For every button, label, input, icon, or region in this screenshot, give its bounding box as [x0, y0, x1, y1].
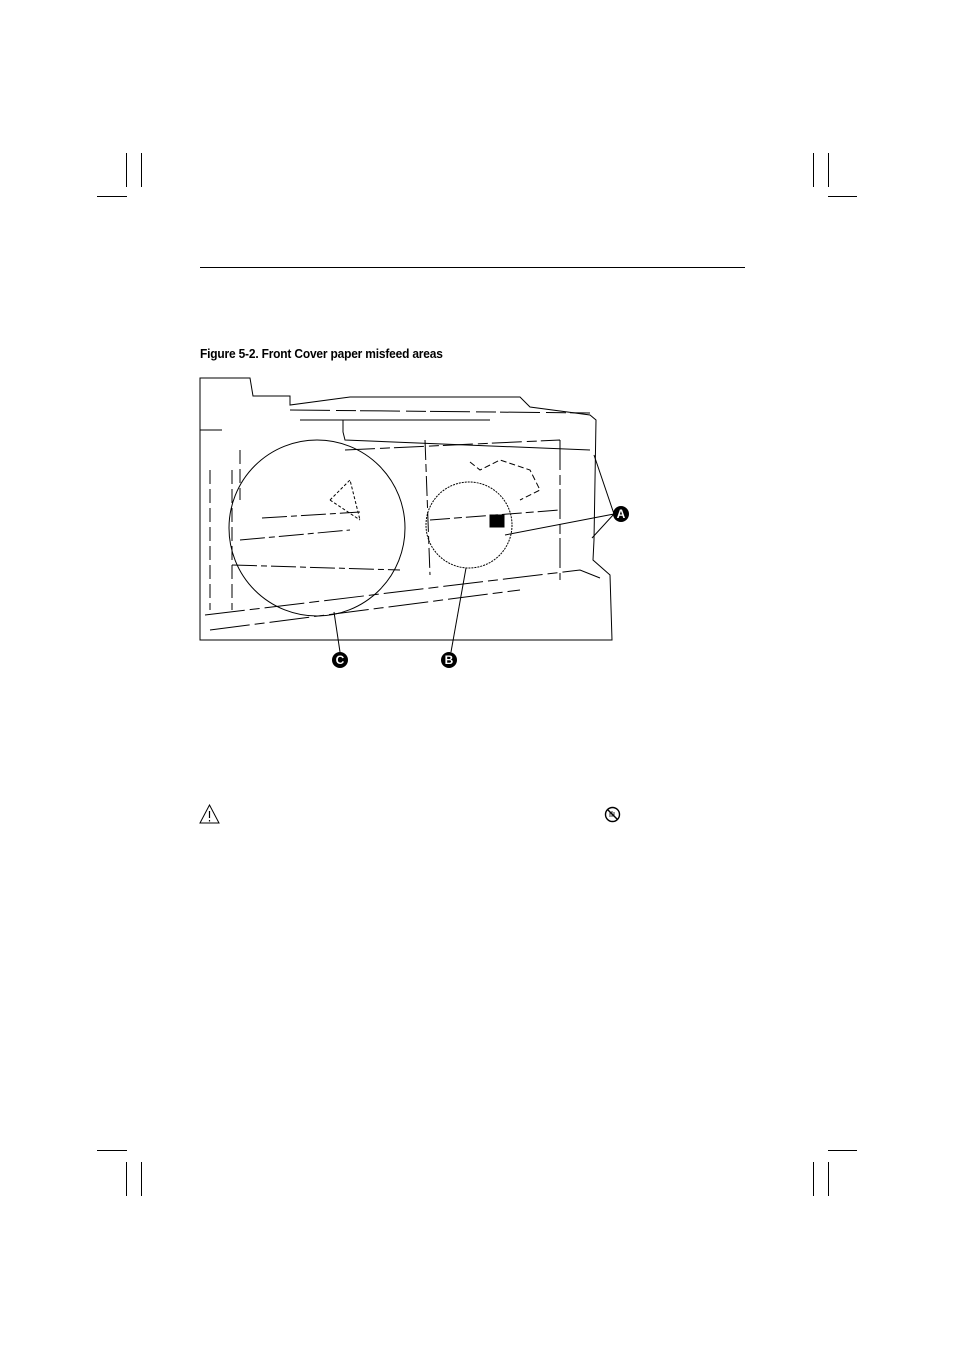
- area-c-circle: [229, 440, 405, 616]
- printer-outline: [200, 378, 612, 640]
- warning-triangle-icon: [199, 804, 220, 824]
- no-touch-icon: [604, 806, 621, 823]
- callout-c: C: [332, 652, 348, 668]
- callout-a: A: [613, 506, 629, 522]
- leader-b: [451, 568, 466, 652]
- leader-c: [334, 612, 340, 652]
- callout-b: B: [441, 652, 457, 668]
- roller-detail: [490, 515, 504, 527]
